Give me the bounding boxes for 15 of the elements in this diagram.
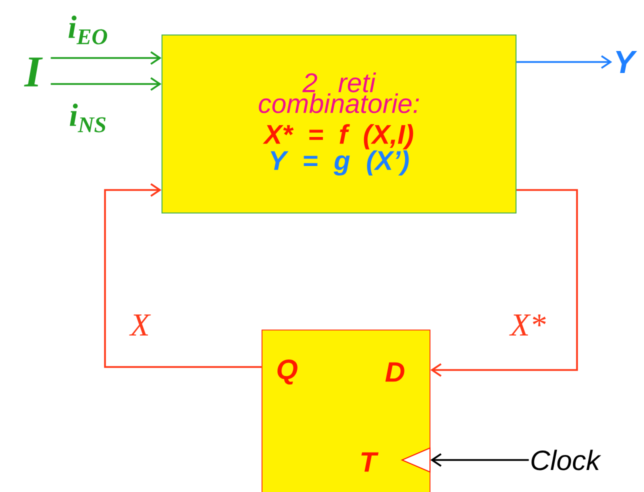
arrow xyxy=(104,183,262,368)
output-symbol: Y xyxy=(616,51,638,73)
combinational-box: 2 reti combinatorie: X* = f (X,I) Y = g (X’) xyxy=(162,34,516,214)
edge-label: X xyxy=(129,314,151,336)
edge-label: i$_{NS}$ xyxy=(68,102,108,134)
arrow xyxy=(150,51,162,65)
input-symbol: I xyxy=(24,58,43,86)
edge-label: X* xyxy=(509,314,547,336)
arrow xyxy=(430,189,578,377)
edge-label: i$_{EO}$ xyxy=(66,14,110,46)
flip-flop-box: Q D T xyxy=(262,330,430,492)
arrow xyxy=(430,453,529,467)
clock-label: Clock xyxy=(532,450,602,470)
arrow xyxy=(150,77,162,91)
arrow xyxy=(516,55,612,69)
